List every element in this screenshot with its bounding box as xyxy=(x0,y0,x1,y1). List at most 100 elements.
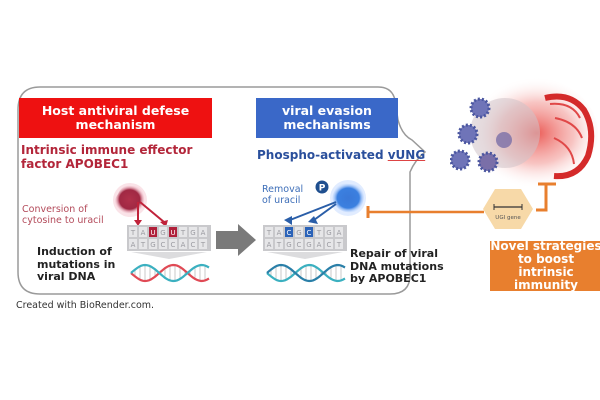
right-dna-base-cell xyxy=(315,239,323,249)
vung-subtitle-prefix: Phospho-activated xyxy=(257,148,388,162)
left-dna-base-letter: G xyxy=(190,229,195,237)
inhibition-connector xyxy=(366,206,484,218)
left-dna-base-cell xyxy=(159,227,167,237)
left-dna-base-cell xyxy=(149,239,157,249)
left-dna-base-letter: A xyxy=(181,241,186,249)
right-dna-base-cell xyxy=(295,239,303,249)
left-dna-base-cell xyxy=(129,239,137,249)
left-dna-base-letter: T xyxy=(180,229,186,237)
right-dna-base-cell xyxy=(335,227,343,237)
right-dna-base-letter: C xyxy=(327,241,332,249)
left-dna-base-letter: T xyxy=(140,241,146,249)
left-dna-base-cell xyxy=(139,227,147,237)
right-dna-base-letter: T xyxy=(266,229,272,237)
right-dna-base-letter: T xyxy=(316,229,322,237)
left-dna-base-letter: T xyxy=(200,241,206,249)
conversion-note: Conversion of cytosine to uracil xyxy=(22,204,104,226)
strategy-line1: Novel strategies xyxy=(490,239,600,253)
induction-caption: Induction of mutations in viral DNA xyxy=(37,245,116,284)
right-dna-base-letter: A xyxy=(277,229,282,237)
left-dna-base-cell xyxy=(199,227,207,237)
conversion-note-line1: Conversion of xyxy=(22,204,88,215)
vung-subtitle: Phospho-activated vUNG xyxy=(257,148,425,162)
left-dna-base-cell xyxy=(179,239,187,249)
left-dna-base-letter: U xyxy=(150,229,155,237)
left-dna-base-cell xyxy=(189,239,197,249)
right-dna-base-cell xyxy=(315,227,323,237)
right-dna-base-cell xyxy=(295,227,303,237)
apobec1-subtitle-line2: factor APOBEC1 xyxy=(21,157,129,171)
right-dna-base-cell xyxy=(325,239,333,249)
apobec1-subtitle: Intrinsic immune effector factor APOBEC1 xyxy=(21,143,221,171)
right-dna-base-cell xyxy=(265,239,273,249)
right-dna-helix-strand xyxy=(266,263,346,283)
viral-evasion-title-line1: viral evasion xyxy=(282,103,372,118)
induction-caption-line2: mutations in xyxy=(37,257,116,271)
apobec1-subtitle-line1: Intrinsic immune effector xyxy=(21,143,193,157)
ugi-gene-hexagon: UGI gene xyxy=(483,189,533,229)
right-dna-base-cell xyxy=(275,227,283,237)
right-dna-base-cell xyxy=(285,227,293,237)
right-dna-base-letter: C xyxy=(307,229,312,237)
vung-subtitle-name: vUNG xyxy=(387,148,426,162)
left-dna-base-cell xyxy=(189,227,197,237)
left-dna-base-cell xyxy=(129,227,137,237)
right-dna-helix-strand xyxy=(266,263,346,283)
right-dna-base-cell xyxy=(325,227,333,237)
right-dna-base-letter: A xyxy=(337,229,342,237)
right-dna-base-letter: G xyxy=(326,229,331,237)
viral-evasion-title-box: viral evasion mechanisms xyxy=(256,98,398,138)
left-dna-base-cell xyxy=(149,227,157,237)
right-dna-base-letter: A xyxy=(267,241,272,249)
strategy-line2: to boost intrinsic xyxy=(517,252,575,279)
induction-caption-line1: Induction of xyxy=(37,245,112,258)
left-dna-base-cell xyxy=(169,227,177,237)
left-dna-helix-strand xyxy=(130,263,210,283)
left-dna-base-letter: G xyxy=(160,229,165,237)
left-dna-base-letter: C xyxy=(171,241,176,249)
biorender-credit: Created with BioRender.com. xyxy=(16,300,155,311)
repair-caption-line3: by APOBEC1 xyxy=(350,272,427,285)
right-dna-base-letter: A xyxy=(317,241,322,249)
brain-inhibition-connector xyxy=(536,182,556,212)
left-dna-base-cell xyxy=(159,239,167,249)
left-dna-base-cell xyxy=(179,227,187,237)
right-dna-base-letter: G xyxy=(306,241,311,249)
virus-particles xyxy=(450,97,512,173)
removal-note-line1: Removal xyxy=(262,184,304,195)
repair-caption-line2: DNA mutations xyxy=(350,259,444,273)
repair-caption-line1: Repair of viral xyxy=(350,247,438,260)
host-defense-title-line1: Host antiviral defese xyxy=(41,103,190,118)
removal-note-line2: of uracil xyxy=(262,195,301,206)
right-dna-base-letter: T xyxy=(336,241,342,249)
gray-right-arrow-icon xyxy=(216,224,256,256)
brain-outline xyxy=(544,93,595,180)
left-dna-base-letter: A xyxy=(141,229,146,237)
right-dna-base-letter: T xyxy=(276,241,282,249)
repair-caption: Repair of viral DNA mutations by APOBEC1 xyxy=(350,247,444,286)
left-dna-base-letter: G xyxy=(150,241,155,249)
left-dna-base-cell xyxy=(199,239,207,249)
right-dna-base-cell xyxy=(305,239,313,249)
phospho-label: P xyxy=(319,184,326,194)
host-defense-title-line2: mechanism xyxy=(75,117,156,132)
left-dna-base-letter: A xyxy=(131,241,136,249)
left-dna-base-cell xyxy=(169,239,177,249)
vung-protein-icon: P xyxy=(284,180,366,225)
removal-note: Removal of uracil xyxy=(262,184,303,206)
left-dna-base-letter: A xyxy=(201,229,206,237)
right-dna-base-letter: G xyxy=(286,241,291,249)
right-dna-base-cell xyxy=(285,239,293,249)
right-dna-base-letter: G xyxy=(296,229,301,237)
right-dna-base-letter: C xyxy=(287,229,292,237)
left-dna-helix-strand xyxy=(130,263,210,283)
conversion-note-line2: cytosine to uracil xyxy=(22,215,104,226)
right-dna-base-letter: C xyxy=(297,241,302,249)
left-dna-base-letter: C xyxy=(191,241,196,249)
right-dna-base-cell xyxy=(335,239,343,249)
induction-caption-line3: viral DNA xyxy=(37,270,96,283)
left-dna-base-cell xyxy=(139,239,147,249)
apobec1-protein-icon xyxy=(113,183,168,227)
right-dna-base-cell xyxy=(275,239,283,249)
